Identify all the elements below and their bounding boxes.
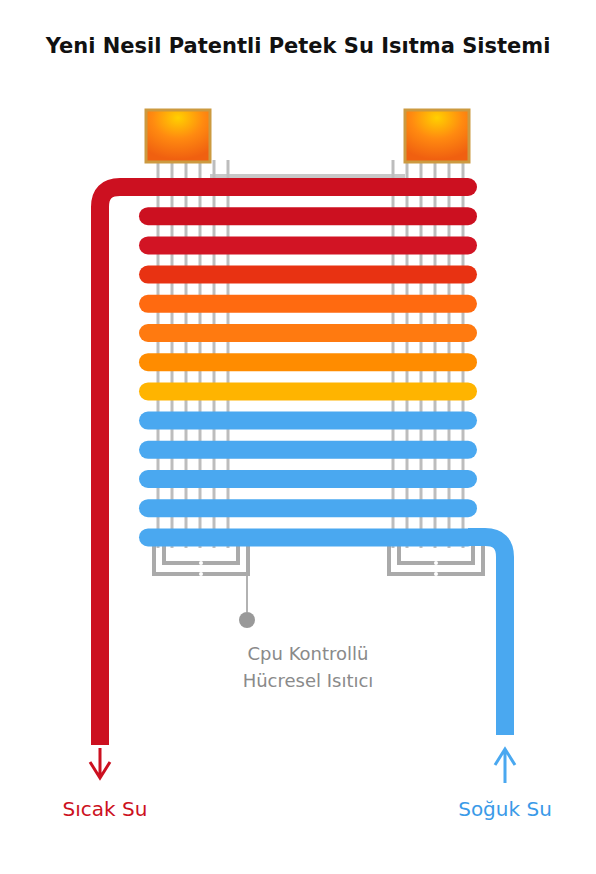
water-tube <box>148 207 468 225</box>
cold-arrow <box>495 749 515 783</box>
hot-water-pipe <box>100 187 148 745</box>
water-tube <box>148 412 468 430</box>
heater-chip <box>146 110 210 162</box>
water-tube <box>148 528 468 546</box>
water-tube <box>148 499 468 517</box>
cold-water-pipe <box>468 537 505 735</box>
water-tube <box>148 295 468 313</box>
water-tube <box>148 324 468 342</box>
diagram-title: Yeni Nesil Patentli Petek Su Isıtma Sist… <box>0 34 596 58</box>
leader-line <box>246 576 248 612</box>
water-tube <box>148 353 468 371</box>
water-tube <box>148 236 468 254</box>
water-tube <box>148 266 468 284</box>
hot-water-label: Sıcak Su <box>40 797 170 821</box>
water-tube <box>148 178 468 196</box>
water-tube <box>148 470 468 488</box>
leader-dot <box>239 612 255 628</box>
heater-chip <box>405 110 469 162</box>
water-tube <box>148 382 468 400</box>
cold-water-label: Soğuk Su <box>435 797 575 821</box>
water-tube <box>148 441 468 459</box>
heater-label: Cpu Kontrollü Hücresel Isıtıcı <box>213 640 403 694</box>
hot-arrow <box>90 748 110 778</box>
water-tubes <box>148 187 468 537</box>
